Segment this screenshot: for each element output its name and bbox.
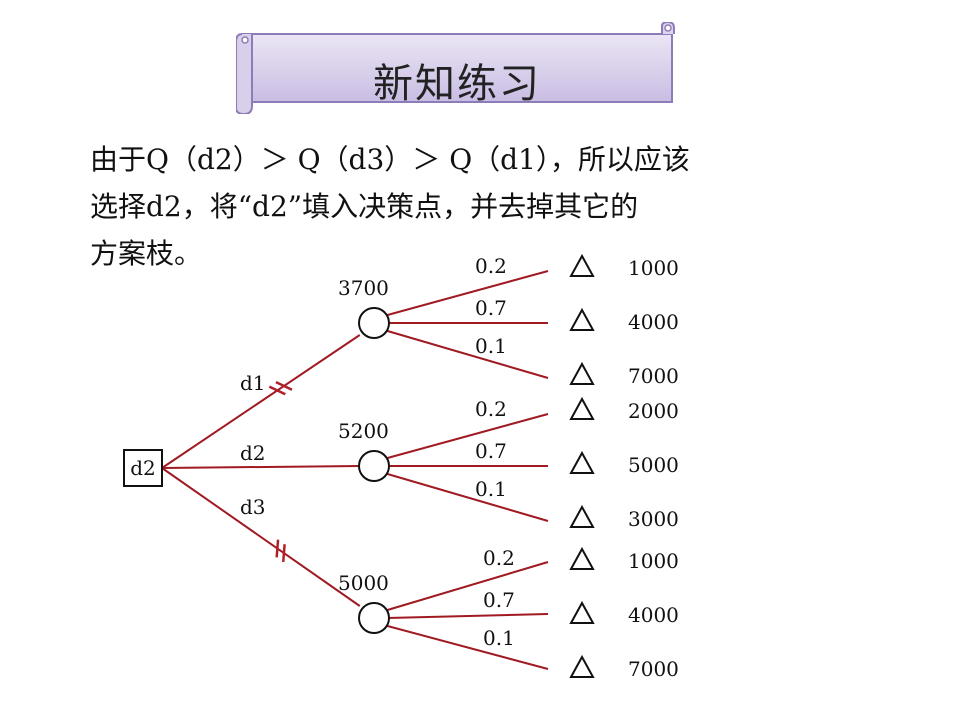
decision-node (123, 449, 163, 487)
chance-node-d3 (358, 602, 390, 634)
description-line: 方案枝。 (90, 237, 203, 270)
probability-label: 0.7 (475, 439, 507, 463)
probability-label: 0.2 (475, 397, 507, 421)
chance-node-d1 (358, 307, 390, 339)
payoff-value: 5000 (628, 453, 679, 477)
payoff-value: 1000 (628, 549, 679, 573)
expected-value-label: 3700 (338, 276, 389, 300)
alternative-branch-d1 (161, 334, 361, 469)
prune-mark (281, 544, 286, 563)
description-text: 由于Q（d2）＞ Q（d3）＞ Q（d1），所以应该 选择d2，将“d2”填入决… (90, 136, 880, 277)
outcome-branch (387, 625, 549, 670)
outcome-branch (387, 330, 549, 379)
payoff-value: 3000 (628, 507, 679, 531)
probability-label: 0.2 (483, 546, 515, 570)
payoff-value: 2000 (628, 399, 679, 423)
probability-label: 0.1 (483, 626, 515, 650)
terminal-triangle-icon (569, 450, 595, 474)
alternative-branch-d3 (161, 467, 361, 607)
prune-mark (275, 381, 293, 391)
expected-value-label: 5200 (338, 419, 389, 443)
alternative-label-d3: d3 (240, 495, 266, 519)
outcome-branch (387, 413, 549, 459)
scroll-banner-shape (236, 22, 675, 114)
terminal-triangle-icon (569, 253, 595, 277)
decision-node-label: d2 (130, 456, 156, 480)
outcome-branch (387, 613, 549, 619)
terminal-triangle-icon (569, 307, 595, 331)
expected-value-label: 5000 (338, 571, 389, 595)
payoff-value: 4000 (628, 310, 679, 334)
terminal-triangle-icon (569, 600, 595, 624)
payoff-value: 7000 (628, 657, 679, 681)
prune-mark (275, 539, 280, 558)
alternative-label-d2: d2 (240, 441, 266, 465)
prune-mark (268, 385, 286, 396)
terminal-triangle-icon (569, 361, 595, 385)
terminal-triangle-icon (569, 654, 595, 678)
description-line: 选择d2，将“d2”填入决策点，并去掉其它的 (90, 190, 639, 223)
payoff-value: 4000 (628, 603, 679, 627)
probability-label: 0.1 (475, 477, 507, 501)
probability-label: 0.7 (475, 296, 507, 320)
alternative-branch-d2 (161, 465, 360, 469)
terminal-triangle-icon (569, 546, 595, 570)
chance-node-d2 (358, 450, 390, 482)
description-line: 由于Q（d2）＞ Q（d3）＞ Q（d1），所以应该 (90, 143, 690, 176)
page-title: 新知练习 (373, 61, 541, 107)
terminal-triangle-icon (569, 504, 595, 528)
probability-label: 0.7 (483, 588, 515, 612)
probability-label: 0.1 (475, 334, 507, 358)
payoff-value: 7000 (628, 364, 679, 388)
outcome-branch (387, 270, 549, 316)
title-banner: 新知练习 (236, 22, 678, 114)
probability-label: 0.2 (475, 254, 507, 278)
payoff-value: 1000 (628, 256, 679, 280)
outcome-branch (387, 561, 549, 611)
outcome-branch (387, 473, 549, 522)
alternative-label-d1: d1 (240, 371, 266, 395)
terminal-triangle-icon (569, 396, 595, 420)
